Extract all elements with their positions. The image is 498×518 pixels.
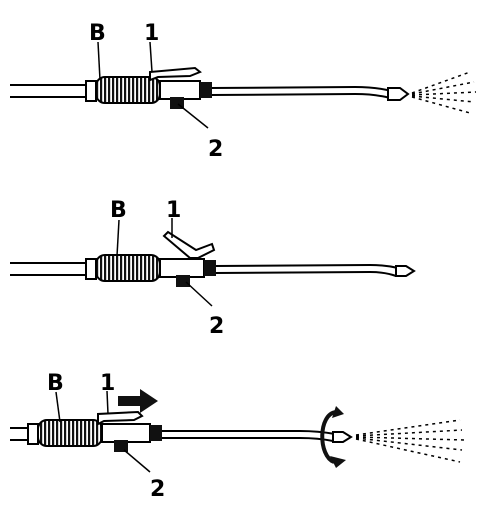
panel-3: B 1 2: [10, 371, 465, 502]
leader-1: [106, 390, 109, 415]
label-2: 2: [208, 137, 223, 162]
label-b: B: [110, 198, 127, 223]
ribbed-grip: [37, 419, 103, 447]
grip-collar: [85, 80, 97, 102]
leader-b: [116, 219, 120, 257]
label-b: B: [47, 371, 64, 396]
leader-2: [177, 103, 209, 129]
nozzle: [395, 265, 416, 277]
valve-nut: [204, 260, 216, 276]
rotate-arrow-head: [332, 406, 344, 418]
valve-body: [159, 258, 205, 278]
leader-2: [185, 281, 213, 307]
trigger-lever: [97, 410, 144, 426]
leader-1: [149, 41, 153, 73]
label-1: 1: [144, 21, 159, 46]
valve-body: [159, 80, 201, 100]
nozzle: [332, 431, 353, 443]
label-b: B: [89, 21, 106, 46]
spray-mist: [355, 419, 465, 463]
rotate-arrow-icon: [320, 410, 337, 464]
trigger-lever: [162, 230, 216, 259]
right-arrow-icon: [118, 389, 158, 413]
label-1: 1: [166, 198, 181, 223]
spray-mist: [411, 71, 477, 114]
valve-nut: [150, 425, 162, 441]
lock-button: [114, 440, 128, 452]
panel-1: B 1 2: [10, 21, 477, 162]
trigger-lever: [149, 66, 202, 82]
label-2: 2: [209, 314, 224, 339]
leader-2: [123, 449, 151, 473]
wand-tube: [10, 427, 336, 442]
nozzle: [387, 87, 410, 101]
leader-b: [97, 41, 101, 81]
rotate-arrow-tail-head: [330, 456, 346, 468]
valve-nut: [200, 82, 212, 98]
panel-2: B 1 2: [10, 198, 416, 339]
ribbed-grip: [95, 254, 161, 282]
wand-tube: [10, 84, 393, 99]
label-2: 2: [150, 477, 165, 502]
label-1: 1: [100, 371, 115, 396]
leader-b: [55, 391, 61, 423]
grip-collar: [85, 258, 97, 280]
lock-button: [176, 275, 190, 287]
valve-body: [101, 423, 151, 443]
grip-collar: [27, 423, 39, 445]
